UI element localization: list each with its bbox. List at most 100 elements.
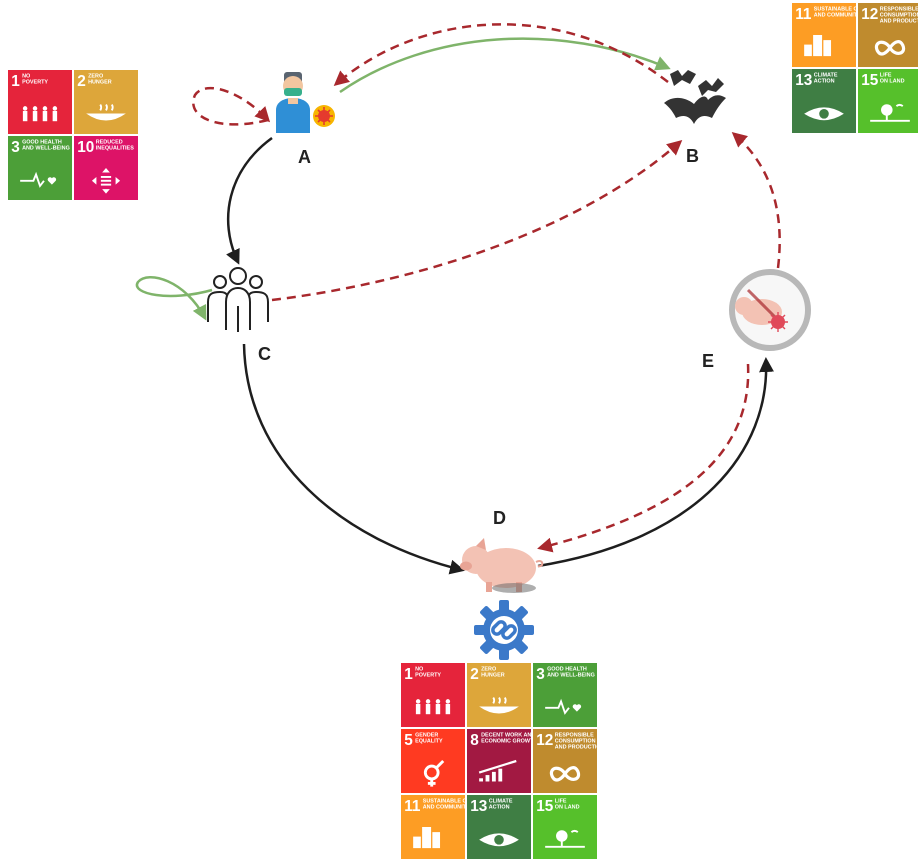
arrow-a-self-loop <box>192 86 271 126</box>
node-a-person-icon <box>276 72 335 133</box>
node-a-label: A <box>298 147 311 167</box>
sdg-title: GENDER <box>415 733 438 739</box>
sdg-number: 5 <box>404 732 413 749</box>
sdg-title: ZERO <box>481 667 496 673</box>
sdg-title: CONSUMPTION <box>555 739 596 745</box>
node-d-pig-icon <box>460 538 544 593</box>
sdg-number: 1 <box>11 73 20 90</box>
sdg-number: 15 <box>536 798 554 815</box>
node-e-magnifier-icon <box>729 269 811 351</box>
node-b-bats-icon <box>664 70 726 124</box>
eye-icon <box>804 107 844 121</box>
city-icon <box>413 827 441 849</box>
virus-icon <box>313 105 335 127</box>
city-icon <box>804 35 832 57</box>
node-c-people-icon <box>207 267 269 332</box>
sdg-title: CLIMATE <box>814 73 838 79</box>
sdg-title: ON LAND <box>880 79 905 85</box>
node-b-label: B <box>686 146 699 166</box>
infinity-icon <box>874 40 906 56</box>
arrow-e-to-d <box>537 363 750 553</box>
sdg-number: 3 <box>536 666 545 683</box>
sdg-number: 11 <box>404 798 421 815</box>
sdg-title: EQUALITY <box>415 739 443 745</box>
bowl-icon <box>479 696 519 714</box>
eye-icon <box>479 833 519 847</box>
arrow-a-to-b <box>339 37 671 94</box>
sdg-title: CONSUMPTION <box>880 13 918 19</box>
sdg-title: POVERTY <box>22 80 48 86</box>
sdg-number: 13 <box>795 72 812 89</box>
gear-chain-link-icon <box>474 600 534 660</box>
sdg-title: ECONOMIC GROWTH <box>481 739 537 745</box>
sdg-title: GOOD HEALTH <box>547 667 587 673</box>
sdg-number: 10 <box>77 139 94 156</box>
sdg-title: SUSTAINABLE CITIES <box>423 799 481 805</box>
sdg-number: 12 <box>861 6 878 23</box>
virus-icon <box>768 312 788 332</box>
people-icon <box>415 699 451 715</box>
arrow-e-to-b <box>731 132 781 269</box>
gender-icon <box>423 759 445 787</box>
sdg-number: 8 <box>470 732 479 749</box>
sdg-number: 15 <box>861 72 879 89</box>
sdg-title: AND WELL-BEING <box>547 673 595 679</box>
sdg-number: 13 <box>470 798 487 815</box>
sdg-title: CLIMATE <box>489 799 513 805</box>
arrow-c-to-b <box>271 140 683 302</box>
sdg-title: REDUCED <box>96 140 123 146</box>
arrow-c-self-loop <box>135 276 213 321</box>
sdg-title: INEQUALITIES <box>96 146 134 152</box>
sdg-title: NO <box>415 667 423 673</box>
arrows <box>135 23 781 575</box>
node-d-label: D <box>493 508 506 528</box>
arrow-d-to-e <box>537 357 775 568</box>
sdg-title: GOOD HEALTH <box>22 140 62 146</box>
sdg-title: ON LAND <box>555 805 580 811</box>
heartbeat-icon <box>20 171 57 188</box>
sdg-title: LIFE <box>880 73 892 79</box>
sdg-title: AND COMMUNITIES <box>814 13 866 19</box>
sdg-title: RESPONSIBLE <box>555 733 594 739</box>
node-c-label: C <box>258 344 271 364</box>
growth-chart-icon <box>478 759 517 782</box>
sdg-title: HUNGER <box>88 80 112 86</box>
sdg-number: 3 <box>11 139 20 156</box>
sdg-title: AND COMMUNITIES <box>423 805 475 811</box>
people-icon <box>22 106 58 122</box>
sdg-title: LIFE <box>555 799 567 805</box>
bowl-icon <box>86 103 126 121</box>
sdg-title: SUSTAINABLE CITIES <box>814 7 872 13</box>
sdg-title: ZERO <box>88 74 103 80</box>
sdg-title: DECENT WORK AND <box>481 733 535 739</box>
sdg-title: ACTION <box>814 79 835 85</box>
heartbeat-icon <box>545 698 582 715</box>
sdg-title: AND PRODUCTION <box>555 745 605 751</box>
sdg-number: 2 <box>77 73 86 90</box>
sdg-title: HUNGER <box>481 673 505 679</box>
node-e-label: E <box>702 351 714 371</box>
sdg-title: ACTION <box>489 805 510 811</box>
sdg-title: POVERTY <box>415 673 441 679</box>
arrow-b-to-a <box>333 23 669 86</box>
tree-icon <box>545 829 585 848</box>
arrow-c-to-d <box>242 343 465 575</box>
sdg-title: AND WELL-BEING <box>22 146 70 152</box>
